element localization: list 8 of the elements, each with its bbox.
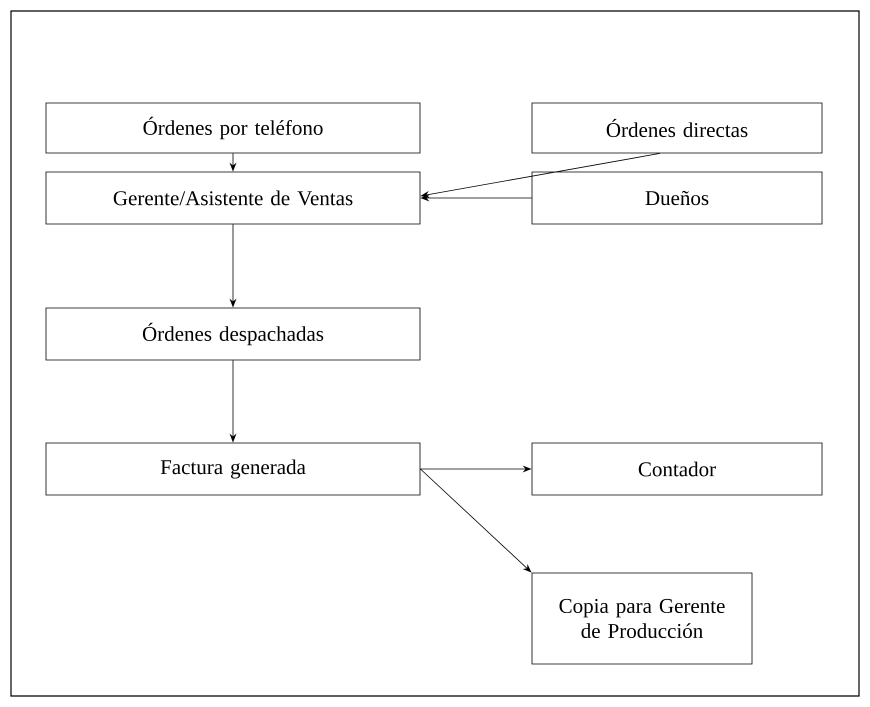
- process-box: Copia para Gerente de Producción: [532, 572, 752, 664]
- process-box: Órdenes despachadas: [46, 308, 420, 360]
- process-box: Dueños: [532, 172, 822, 224]
- process-box: Órdenes por teléfono: [46, 102, 420, 154]
- process-box: Factura generada: [46, 442, 420, 496]
- process-box: Contador: [532, 442, 822, 496]
- process-box: Órdenes directas: [532, 102, 822, 154]
- process-box: Gerente/Asistente de Ventas: [46, 172, 420, 224]
